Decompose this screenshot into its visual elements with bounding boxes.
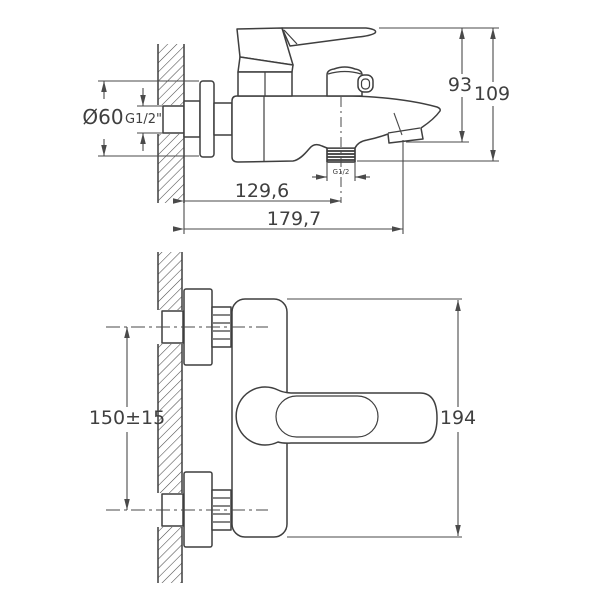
nipple-lower-threads bbox=[213, 497, 230, 523]
handle-blade bbox=[281, 27, 377, 47]
handle-outline-front bbox=[235, 386, 438, 446]
handle-fold-line bbox=[283, 29, 298, 45]
wall-hatch bbox=[158, 344, 182, 493]
front-view-group: 150±15 194 bbox=[89, 252, 476, 583]
dim-93: 93 bbox=[379, 27, 499, 143]
wall-edges bbox=[157, 44, 185, 203]
label-129-6: 129,6 bbox=[235, 180, 289, 202]
wall-section-side bbox=[157, 44, 185, 203]
connector-nipple-side bbox=[213, 102, 233, 136]
knob-body bbox=[326, 66, 363, 97]
diverter-knob-side bbox=[326, 66, 374, 97]
label-93: 93 bbox=[448, 74, 472, 96]
dim-outlet-thread: G1/2 bbox=[312, 163, 370, 181]
wall-hatch bbox=[158, 134, 184, 203]
side-view-group: Ø60 G1/2" 93 109 bbox=[82, 27, 510, 234]
dim-109: 109 bbox=[357, 28, 510, 162]
dim-wall-thread bbox=[137, 88, 163, 151]
aerator-axis-tick bbox=[393, 112, 403, 136]
wall-hatch bbox=[158, 44, 184, 105]
label-179-7: 179,7 bbox=[267, 208, 321, 230]
lever-handle-side bbox=[236, 27, 377, 97]
wall-section-front bbox=[157, 252, 183, 583]
dim-179-7: 179,7 bbox=[173, 208, 403, 232]
knob-ring-inner bbox=[360, 78, 371, 90]
nipple-upper-threads bbox=[213, 314, 230, 340]
wall-hatch bbox=[158, 252, 182, 310]
label-109: 109 bbox=[474, 83, 510, 105]
dim-194: 194 bbox=[287, 298, 476, 538]
dim-diameter-60: Ø60 G1/2" bbox=[82, 80, 199, 157]
knob-cap-line bbox=[327, 70, 362, 75]
lever-handle-front bbox=[235, 386, 438, 446]
label-194: 194 bbox=[440, 407, 476, 429]
eccentric-connector-side bbox=[183, 100, 201, 138]
water-pipe-side bbox=[162, 105, 185, 134]
dim-150: 150±15 bbox=[89, 327, 165, 510]
escutcheon-side bbox=[199, 80, 215, 158]
label-outlet-thread: G1/2 bbox=[333, 168, 350, 176]
faucet-body-side bbox=[231, 95, 441, 163]
handle-top-face bbox=[275, 395, 379, 438]
label-wall-thread: G1/2" bbox=[125, 112, 162, 127]
label-diameter-60: Ø60 bbox=[82, 105, 123, 129]
label-150: 150±15 bbox=[89, 407, 165, 429]
wall-hatch bbox=[158, 527, 182, 583]
aerator-edge bbox=[387, 127, 421, 134]
dim-129-6: 129,6 bbox=[173, 180, 341, 204]
wall-edges bbox=[157, 252, 183, 583]
lower-connector-front bbox=[161, 471, 232, 548]
